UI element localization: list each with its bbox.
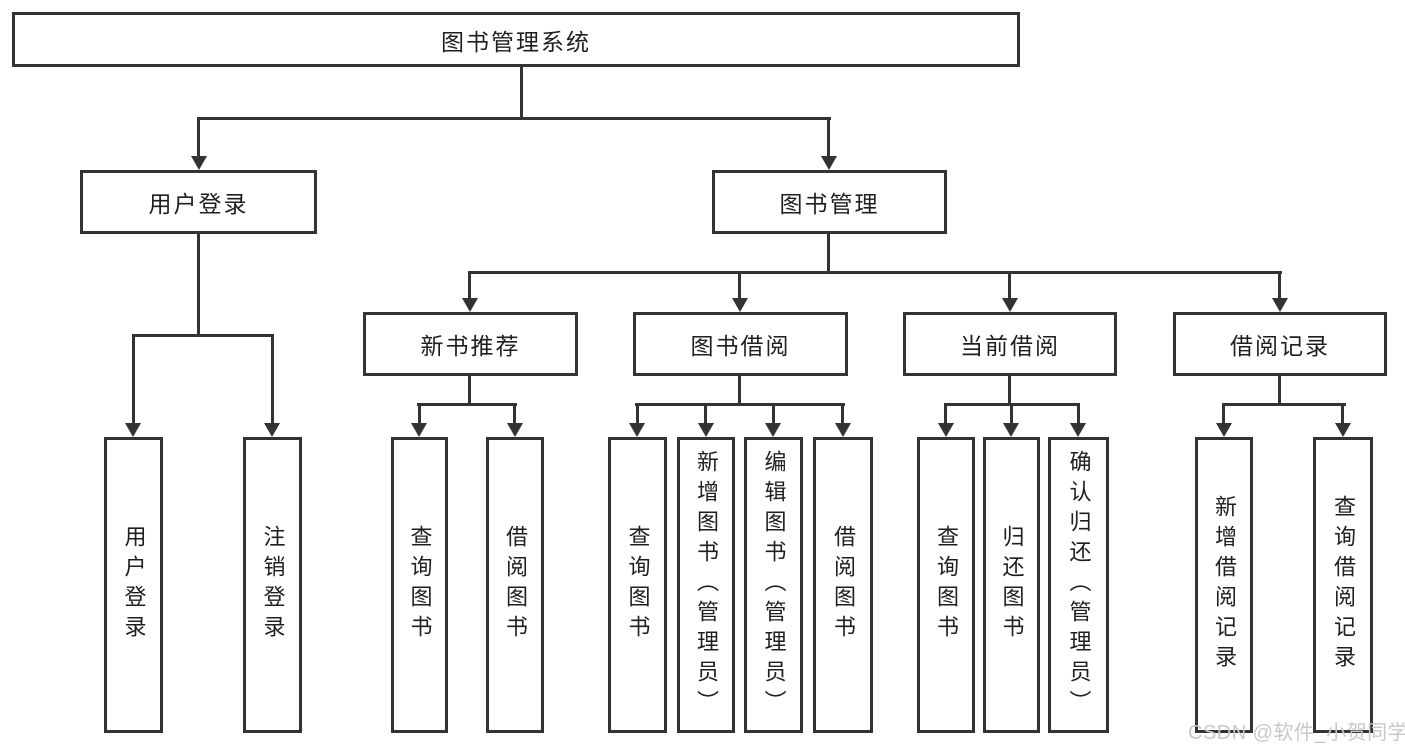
leaf-return-books: 归还图书 xyxy=(983,437,1040,733)
node-book-borrowing: 图书借阅 xyxy=(633,312,848,376)
connector-line xyxy=(417,403,517,406)
connector-line xyxy=(827,117,830,158)
arrow-head xyxy=(821,156,837,170)
leaf-user-login: 用户登录 xyxy=(104,437,163,733)
arrow-head xyxy=(411,423,427,437)
connector-line xyxy=(1008,271,1011,300)
arrow-head xyxy=(835,423,851,437)
node-label: 新书推荐 xyxy=(420,333,521,359)
arrow-head xyxy=(1216,423,1232,437)
node-label: 查询图书 xyxy=(934,525,959,645)
leaf-add-borrow-record: 新增借阅记录 xyxy=(1195,437,1253,733)
node-label: 借阅图书 xyxy=(503,525,528,645)
connector-line xyxy=(520,67,523,119)
connector-line xyxy=(1278,376,1281,405)
connector-line xyxy=(468,376,471,405)
arrow-head xyxy=(1335,423,1351,437)
node-label: 图书管理 xyxy=(779,191,880,217)
node-label: 新增借阅记录 xyxy=(1212,495,1237,675)
connector-line xyxy=(197,234,200,336)
connector-line xyxy=(827,234,830,273)
leaf-query-books-1: 查询图书 xyxy=(391,437,448,733)
node-label: 用户登录 xyxy=(148,191,249,217)
connector-line xyxy=(1008,376,1011,405)
connector-line xyxy=(1077,403,1080,425)
connector-line xyxy=(132,334,135,425)
connector-line xyxy=(197,117,200,158)
arrow-head xyxy=(1070,423,1086,437)
node-label: 归还图书 xyxy=(999,525,1025,645)
connector-line xyxy=(1278,271,1281,300)
arrow-head xyxy=(1003,423,1019,437)
node-label: 查询图书 xyxy=(407,525,433,645)
node-user-login: 用户登录 xyxy=(80,170,317,234)
leaf-logout: 注销登录 xyxy=(243,437,302,733)
arrow-head xyxy=(629,423,645,437)
leaf-add-book-admin: 新增图书（管理员） xyxy=(677,437,735,733)
connector-line xyxy=(468,271,1282,274)
node-label: 新增图书（管理员） xyxy=(694,450,719,720)
arrow-head xyxy=(1002,298,1018,312)
connector-line xyxy=(841,403,844,425)
leaf-query-borrow-record: 查询借阅记录 xyxy=(1313,437,1373,733)
node-label: 查询图书 xyxy=(625,525,651,645)
connector-line xyxy=(1222,403,1225,425)
csdn-watermark: CSDN @软件_小贺同学 xyxy=(1188,722,1405,744)
arrow-head xyxy=(191,156,207,170)
node-label: 注销登录 xyxy=(260,525,286,645)
arrow-head xyxy=(507,423,523,437)
node-label: 编辑图书（管理员） xyxy=(761,450,787,720)
leaf-confirm-return-admin: 确认归还（管理员） xyxy=(1048,437,1109,733)
connector-line xyxy=(738,271,741,300)
arrow-head xyxy=(125,423,141,437)
connector-line xyxy=(197,117,831,120)
node-label: 用户登录 xyxy=(121,525,147,645)
connector-line xyxy=(738,376,741,405)
node-borrowing-records: 借阅记录 xyxy=(1173,312,1387,376)
arrow-head xyxy=(1272,298,1288,312)
connector-line xyxy=(772,403,775,425)
connector-line xyxy=(944,403,947,425)
leaf-edit-book-admin: 编辑图书（管理员） xyxy=(744,437,803,733)
connector-line xyxy=(635,403,845,406)
node-label: 查询借阅记录 xyxy=(1331,495,1356,675)
node-label: 确认归还（管理员） xyxy=(1066,450,1092,720)
connector-line xyxy=(704,403,707,425)
node-new-book-recommendation: 新书推荐 xyxy=(363,312,578,376)
arrow-head xyxy=(462,298,478,312)
leaf-query-books-3: 查询图书 xyxy=(917,437,975,733)
node-label: 图书管理系统 xyxy=(441,28,591,55)
node-label: 借阅图书 xyxy=(831,525,856,645)
arrow-head xyxy=(732,298,748,312)
connector-line xyxy=(1222,403,1346,406)
connector-line xyxy=(1010,403,1013,425)
connector-line xyxy=(418,403,421,425)
arrow-head xyxy=(765,423,781,437)
node-current-borrowing: 当前借阅 xyxy=(903,312,1117,376)
arrow-head xyxy=(938,423,954,437)
connector-line xyxy=(132,334,274,337)
connector-line xyxy=(1341,403,1344,425)
arrow-head xyxy=(264,423,280,437)
connector-line xyxy=(468,271,471,300)
connector-line xyxy=(513,403,516,425)
connector-line xyxy=(271,334,274,425)
connector-line xyxy=(636,403,639,425)
node-label: 借阅记录 xyxy=(1230,333,1330,359)
leaf-query-books-2: 查询图书 xyxy=(608,437,667,733)
node-label: 当前借阅 xyxy=(960,333,1060,359)
leaf-borrow-books-2: 借阅图书 xyxy=(813,437,873,733)
node-label: 图书借阅 xyxy=(690,333,791,359)
arrow-head xyxy=(698,423,714,437)
leaf-borrow-books-1: 借阅图书 xyxy=(486,437,544,733)
node-book-management: 图书管理 xyxy=(712,170,947,234)
node-library-system: 图书管理系统 xyxy=(12,12,1020,67)
